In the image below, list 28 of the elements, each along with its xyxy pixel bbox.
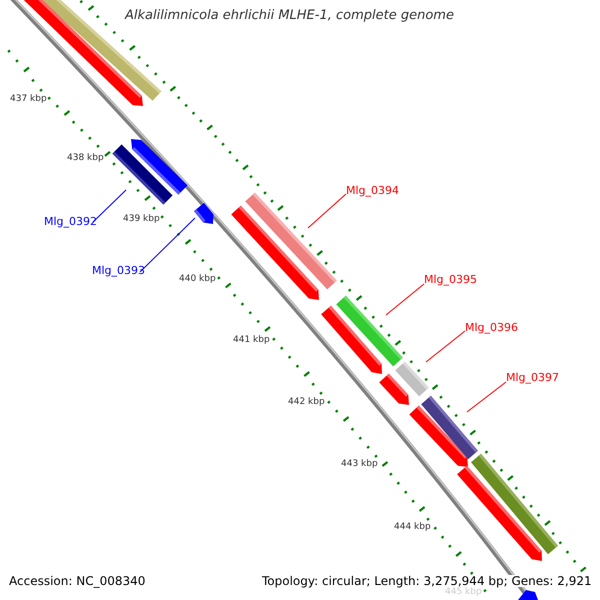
scale-label: 440 kbp — [179, 275, 216, 284]
accession-text: Accession: NC_008340 — [9, 575, 146, 587]
scale-label: 441 kbp — [233, 336, 270, 345]
scale-label: 442 kbp — [288, 398, 325, 407]
leader-line — [308, 194, 346, 228]
gene-label: Mlg_0396 — [465, 322, 518, 333]
gene-bar — [245, 192, 337, 290]
gene-label: Mlg_0395 — [424, 274, 478, 285]
gene-bar — [194, 202, 214, 224]
gene-bar — [421, 396, 478, 460]
scale-label: 439 kbp — [123, 215, 160, 224]
gene-label: Mlg_0393 — [92, 265, 146, 276]
gene-bar — [336, 296, 403, 366]
gene-bar — [395, 362, 429, 396]
scale-label: 438 kbp — [67, 154, 104, 163]
gene-label: Mlg_0394 — [346, 185, 400, 196]
gene-bar — [112, 144, 173, 205]
scale-label: 444 kbp — [394, 523, 431, 532]
scale-label: 437 kbp — [10, 95, 47, 104]
leader-line — [466, 382, 506, 412]
genome-stats-text: Topology: circular; Length: 3,275,944 bp; Genes: 2,921 — [262, 575, 592, 587]
scale-label: 443 kbp — [341, 460, 378, 469]
leader-line — [140, 218, 196, 272]
gene-label: Mlg_0397 — [506, 372, 560, 383]
title: Alkalilimnicola ehrlichii MLHE-1, complete genome — [125, 9, 454, 22]
gene-label: Mlg_0392 — [44, 216, 98, 227]
leader-line — [386, 284, 424, 316]
leader-line — [426, 330, 466, 362]
